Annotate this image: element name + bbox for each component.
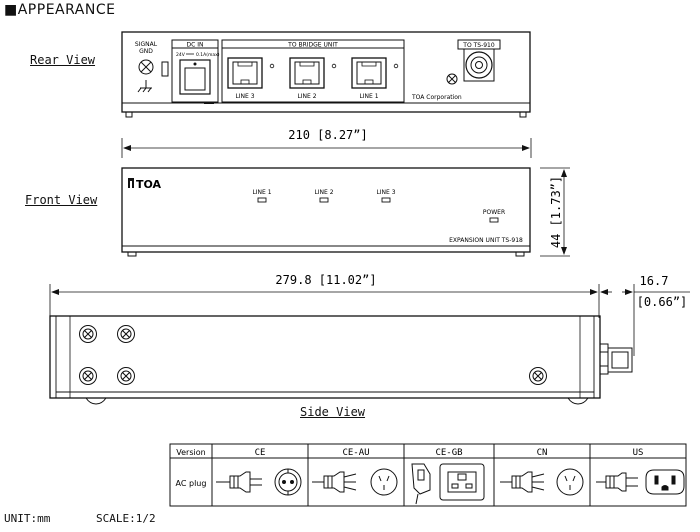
rear-foot-right bbox=[519, 112, 527, 118]
rear-view-label: Rear View bbox=[30, 53, 96, 67]
depth-dimension-label: 279.8 [11.02”] bbox=[275, 273, 376, 287]
front-view-label: Front View bbox=[25, 193, 98, 207]
port-label-line-1: LINE 1 bbox=[359, 93, 378, 100]
ts910-screw-icon bbox=[446, 73, 458, 85]
led-label-line-2: LINE 2 bbox=[314, 189, 333, 196]
section-heading: ■APPEARANCE bbox=[4, 2, 116, 18]
bridge-label: TO BRIDGE UNIT bbox=[287, 42, 338, 49]
rj-port-line-1 bbox=[351, 57, 387, 89]
table-header-version: Version bbox=[176, 448, 205, 457]
power-label: POWER bbox=[483, 209, 505, 216]
width-dimension-label: 210 [8.27”] bbox=[288, 128, 367, 142]
screw-icon bbox=[79, 367, 97, 385]
table-version-ce-au: CE-AU bbox=[342, 448, 369, 458]
screw-icon bbox=[529, 367, 547, 385]
led-power bbox=[489, 217, 499, 223]
side-foot-left bbox=[85, 397, 107, 405]
ts910-label: TO TS-910 bbox=[462, 42, 495, 49]
scale-label: SCALE:1/2 bbox=[96, 512, 156, 525]
led-line-3 bbox=[381, 197, 391, 203]
table-version-cn: CN bbox=[537, 448, 548, 458]
ground-screw-icon bbox=[138, 59, 154, 75]
rear-view-drawing: SIGNAL GND DC IN 24V 0.1A(max) bbox=[121, 31, 531, 118]
led-label-line-3: LINE 3 bbox=[376, 189, 395, 196]
table-version-ce: CE bbox=[255, 448, 266, 458]
signal-label: SIGNAL bbox=[135, 41, 158, 48]
front-logo: TOA bbox=[136, 178, 162, 191]
ce-socket-icon bbox=[274, 468, 302, 496]
side-view-label: Side View bbox=[300, 405, 366, 419]
ac-plug-table: Version AC plug CE CE-AU CE-GB CN US bbox=[169, 443, 687, 507]
width-dimension: 210 [8.27”] bbox=[121, 128, 532, 158]
port-label-line-2: LINE 2 bbox=[297, 93, 316, 100]
ce-au-plug-icon bbox=[312, 471, 357, 493]
port-label-line-3: LINE 3 bbox=[235, 93, 254, 100]
connector-dimension-label: 16.7 bbox=[640, 274, 669, 288]
connector-dimension: 16.7 [0.66”] bbox=[600, 274, 690, 356]
table-version-ce-gb: CE-GB bbox=[435, 448, 462, 458]
maker-label: TOA Corporation bbox=[411, 94, 462, 101]
led-line-1 bbox=[257, 197, 267, 203]
unit-label: UNIT:mm bbox=[4, 512, 51, 525]
model-label: EXPANSION UNIT TS-918 bbox=[449, 237, 523, 244]
screw-icon bbox=[117, 367, 135, 385]
rear-foot-left bbox=[125, 112, 133, 118]
rj-port-line-2 bbox=[289, 57, 325, 89]
cn-plug-icon bbox=[500, 471, 545, 493]
ce-au-socket-icon bbox=[370, 468, 398, 496]
side-connector-icon bbox=[599, 343, 633, 375]
height-dimension-label: 44 [1.73”] bbox=[549, 176, 563, 248]
us-socket-icon bbox=[645, 469, 685, 495]
screw-icon bbox=[79, 325, 97, 343]
cn-socket-icon bbox=[556, 468, 584, 496]
dc-voltage: 24V bbox=[176, 52, 186, 58]
gnd-label: GND bbox=[139, 48, 153, 55]
ground-symbol-icon bbox=[137, 80, 152, 93]
screw-icon bbox=[117, 325, 135, 343]
dc-in-box bbox=[171, 39, 219, 103]
depth-dimension: 279.8 [11.02”] bbox=[49, 273, 600, 318]
table-version-us: US bbox=[633, 448, 644, 458]
led-line-2 bbox=[319, 197, 329, 203]
rear-outline bbox=[121, 31, 531, 113]
ts910-connector bbox=[463, 48, 495, 82]
dc-in-label: DC IN bbox=[187, 42, 204, 49]
connector-dimension-inch: [0.66”] bbox=[637, 295, 688, 309]
led-label-line-1: LINE 1 bbox=[252, 189, 271, 196]
dc-current: 0.1A(max) bbox=[196, 52, 220, 58]
ce-gb-socket-icon bbox=[439, 463, 485, 501]
ce-gb-plug-icon bbox=[411, 463, 431, 505]
front-outline bbox=[121, 167, 531, 253]
side-foot-right bbox=[567, 397, 589, 405]
height-dimension: 44 [1.73”] bbox=[540, 167, 570, 257]
ce-plug-icon bbox=[216, 471, 262, 493]
front-view-drawing: TOA LINE 1 LINE 2 LINE 3 POWER EXPANSION… bbox=[121, 167, 531, 257]
dc-jack bbox=[179, 59, 211, 95]
rj-port-line-3 bbox=[227, 57, 263, 89]
us-plug-icon bbox=[596, 472, 638, 492]
table-header-ac-plug: AC plug bbox=[176, 479, 207, 488]
side-view-drawing bbox=[49, 315, 633, 405]
